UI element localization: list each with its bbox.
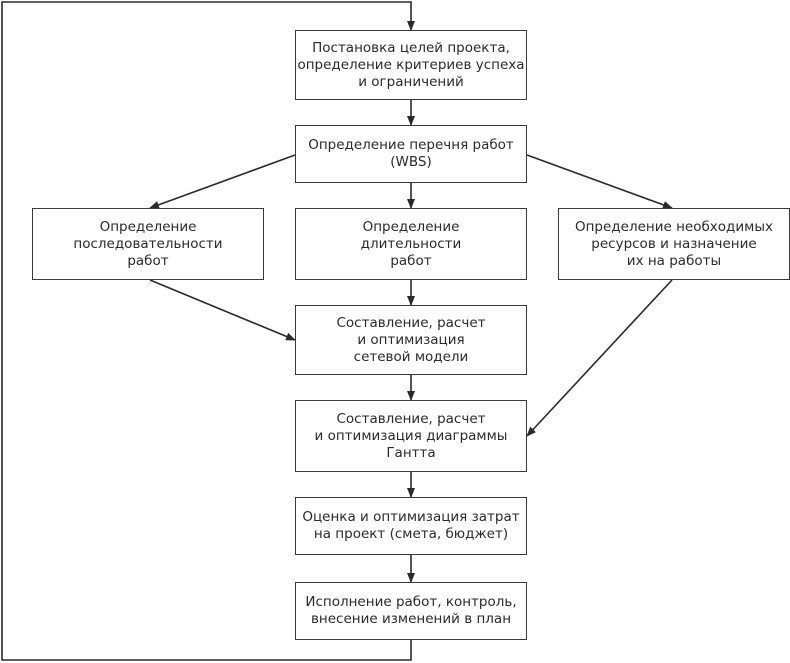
node-goals-line-2: определение критериев успеха [297, 56, 525, 73]
node-gantt-line-1: Составление, расчет [336, 410, 486, 427]
node-execution-line-2: внесение изменений в план [310, 611, 512, 627]
node-resources-line-2: ресурсов и назначение [591, 235, 757, 252]
node-sequence-line-1: Определение [99, 218, 197, 235]
node-network-line-1: Составление, расчет [336, 314, 486, 331]
node-resources-line-3: их на работы [626, 252, 722, 269]
node-execution-line-1: Исполнение работ, контроль, [305, 594, 517, 610]
node-gantt-line-3: Гантта [386, 444, 436, 461]
node-duration-line-2: длительности [360, 235, 462, 252]
node-sequence: Определение последовательности работ [32, 208, 264, 280]
node-goals-line-1: Постановка целей проекта, [312, 39, 510, 56]
node-network-line-3: сетевой модели [353, 348, 469, 365]
node-goals: Постановка целей проекта, определение кр… [295, 30, 527, 100]
node-costs: Оценка и оптимизация затрат на проект (с… [295, 497, 527, 555]
node-duration-line-1: Определение [362, 218, 460, 235]
node-network-line-2: и оптимизация [357, 331, 465, 348]
edge-sequence-network [149, 279, 296, 341]
node-duration: Определение длительности работ [295, 208, 527, 280]
edge-execution-goals [1, 1, 415, 661]
node-wbs-line-1: Определение перечня работ [308, 137, 514, 153]
node-wbs-line-2: (WBS) [390, 154, 432, 170]
node-execution: Исполнение работ, контроль, внесение изм… [295, 582, 527, 640]
node-resources-line-1: Определение необходимых [574, 218, 773, 235]
node-resources: Определение необходимых ресурсов и назна… [558, 208, 790, 280]
edge-wbs-sequence [149, 154, 296, 209]
node-duration-line-3: работ [390, 252, 432, 269]
node-costs-line-1: Оценка и оптимизация затрат [302, 509, 520, 525]
node-network: Составление, расчет и оптимизация сетево… [295, 305, 527, 375]
node-sequence-line-3: работ [127, 252, 169, 269]
edge-resources-gantt [526, 279, 673, 437]
node-wbs: Определение перечня работ (WBS) [295, 125, 527, 183]
node-sequence-line-2: последовательности [73, 235, 223, 252]
edge-wbs-resources [526, 154, 673, 209]
node-gantt-line-2: и оптимизация диаграммы [314, 427, 508, 444]
node-gantt: Составление, расчет и оптимизация диагра… [295, 400, 527, 472]
node-goals-line-3: и ограничений [358, 73, 464, 90]
node-costs-line-2: на проект (смета, бюджет) [313, 526, 509, 542]
